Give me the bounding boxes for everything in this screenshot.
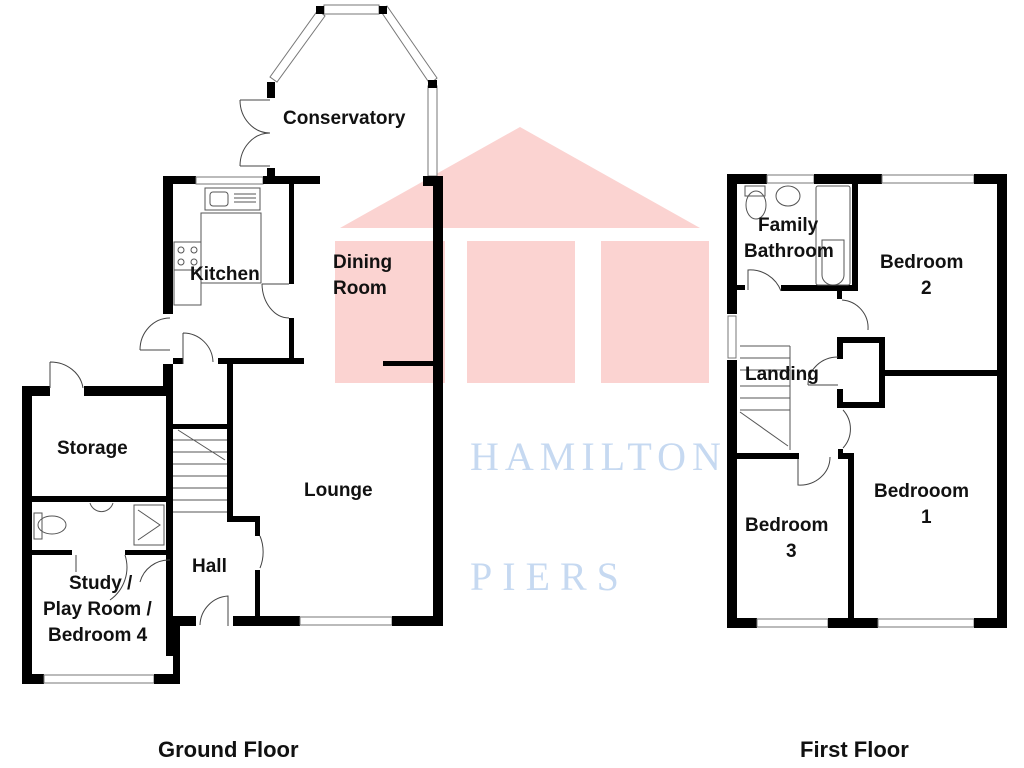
first-floor-plan: Family Bathroom Bedroom 2 Landing Bedroo… bbox=[727, 174, 1007, 762]
room-label-conservatory: Conservatory bbox=[283, 108, 406, 129]
first-floor-title: First Floor bbox=[800, 737, 909, 762]
room-label-storage: Storage bbox=[57, 438, 128, 459]
ground-stairs bbox=[173, 424, 227, 513]
room-label-lounge: Lounge bbox=[304, 480, 373, 501]
conservatory-walls bbox=[239, 4, 438, 184]
room-label-bedroom-3-line-1: Bedroom bbox=[745, 515, 828, 536]
kitchen-walls bbox=[139, 176, 320, 364]
first-floor-stairs bbox=[739, 345, 791, 450]
room-label-study-line-3: Bedroom 4 bbox=[48, 625, 148, 646]
room-label-bathroom-line-1: Family bbox=[758, 215, 819, 236]
room-label-bedroom-1-line-2: 1 bbox=[921, 507, 932, 528]
room-label-landing: Landing bbox=[745, 364, 819, 385]
room-label-hall: Hall bbox=[192, 556, 227, 577]
room-label-study-line-2: Play Room / bbox=[43, 599, 152, 620]
ground-floor-title: Ground Floor bbox=[158, 737, 299, 762]
room-label-bedroom-2-line-2: 2 bbox=[921, 278, 932, 299]
room-label-dining-line-1: Dining bbox=[333, 252, 392, 273]
room-label-bedroom-1-line-1: Bedrooom bbox=[874, 481, 969, 502]
room-label-bedroom-2-line-1: Bedroom bbox=[880, 252, 963, 273]
lounge-dining-walls bbox=[227, 176, 443, 626]
west-wing-walls bbox=[22, 361, 229, 684]
room-label-bedroom-3-line-2: 3 bbox=[786, 541, 797, 562]
ground-floor-plan: Conservatory Kitchen Dining Room Storage… bbox=[22, 4, 443, 762]
room-label-dining-line-2: Room bbox=[333, 278, 387, 299]
room-label-kitchen: Kitchen bbox=[190, 264, 260, 285]
watermark-line-2: PIERS bbox=[470, 554, 629, 599]
room-label-bathroom-line-2: Bathroom bbox=[744, 241, 834, 262]
house-icon bbox=[335, 127, 709, 383]
room-label-study-line-1: Study / bbox=[69, 573, 133, 594]
watermark-line-1: HAMILTON bbox=[470, 434, 727, 479]
